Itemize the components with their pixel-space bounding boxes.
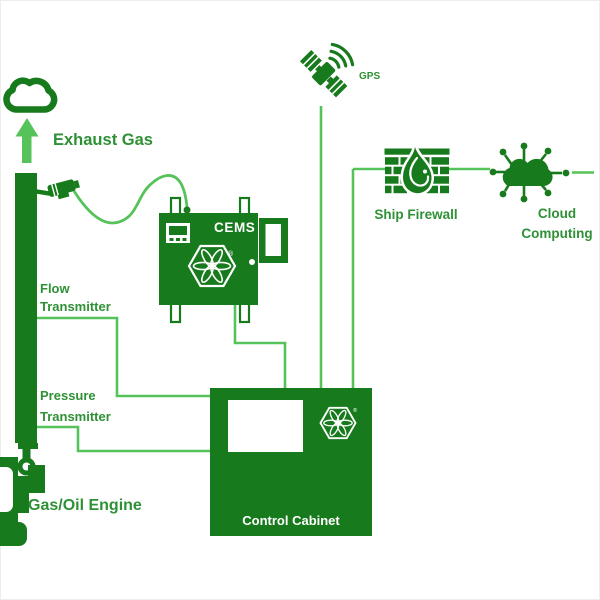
signal-arcs-icon	[328, 42, 355, 69]
cloud-computing-label: Cloud Computing	[521, 206, 593, 241]
line-firewall-to-cabinet	[351, 167, 386, 388]
line-cems-to-cabinet	[233, 304, 287, 388]
hexagon-flower-logo-small: ®	[319, 406, 357, 440]
line-flow-to-cabinet	[30, 316, 211, 398]
control-cabinet-label: Control Cabinet	[242, 513, 340, 528]
cems-label: CEMS	[214, 220, 256, 235]
up-arrow-icon	[15, 118, 39, 163]
pressure-transmitter-label: Pressure Transmitter	[40, 388, 111, 424]
gps-satellite-icon	[299, 42, 355, 98]
registered-mark: ®	[228, 250, 234, 258]
flow-transmitter-label: Flow Transmitter	[40, 281, 111, 314]
exhaust-stack	[15, 173, 37, 443]
gas-oil-engine-label: Gas/Oil Engine	[28, 497, 142, 514]
connection-lines	[30, 106, 594, 453]
engine-icon	[0, 443, 45, 546]
cems-feet	[169, 196, 251, 324]
cloud-icon	[3, 77, 58, 113]
cems-analyzer-box: ®	[159, 196, 288, 324]
probe-cable	[72, 174, 189, 225]
exhaust-gas-label: Exhaust Gas	[53, 131, 153, 149]
firewall-icon	[384, 144, 450, 196]
cems-display	[166, 223, 190, 243]
flame-icon	[400, 144, 435, 196]
cloud-computing-icon	[489, 142, 570, 203]
ship-firewall-label: Ship Firewall	[374, 207, 458, 222]
control-cabinet-box: ®	[210, 388, 372, 536]
cable-gland	[183, 206, 191, 214]
registered-mark: ®	[353, 407, 357, 414]
hexagon-flower-logo: ®	[187, 244, 237, 288]
line-pressure-to-cabinet	[30, 425, 211, 453]
sampling-probe-icon	[16, 179, 80, 200]
cabinet-display	[228, 400, 303, 452]
door-knob	[249, 259, 255, 265]
gps-label: GPS	[359, 71, 381, 82]
cems-side-panel	[259, 218, 288, 263]
